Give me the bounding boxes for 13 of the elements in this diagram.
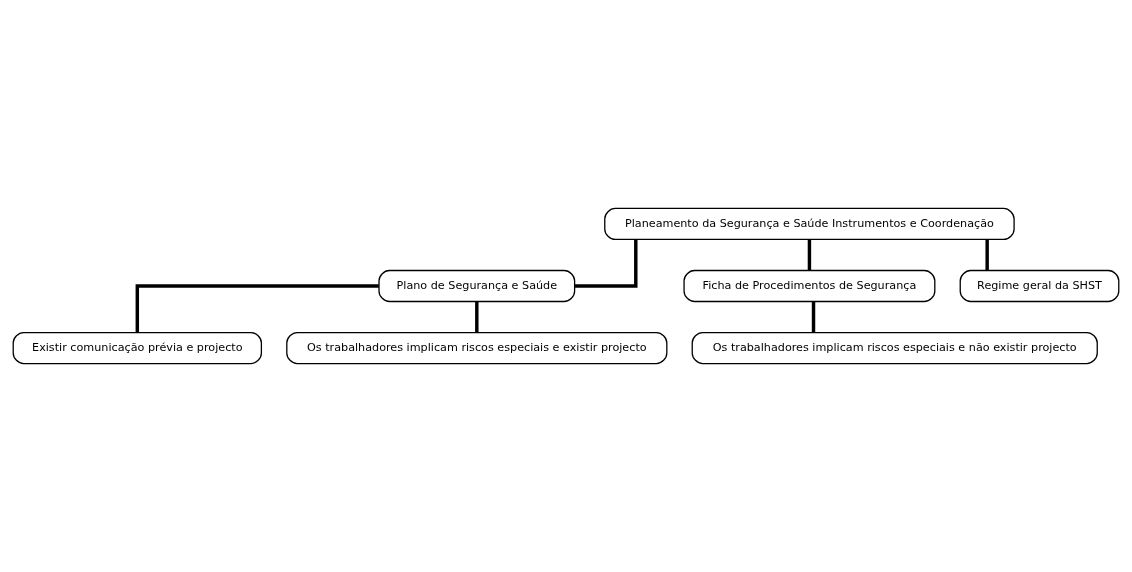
connector	[811, 301, 816, 333]
node-box: Planeamento da Segurança e Saúde Instrumentos e Coordenação	[604, 207, 1015, 241]
connector	[135, 284, 379, 333]
connector	[807, 239, 812, 271]
node-box: Ficha de Procedimentos de Segurança	[683, 269, 936, 303]
connector	[475, 301, 479, 333]
connector	[985, 239, 989, 271]
connector	[574, 239, 638, 288]
node-box: Plano de Segurança e Saúde	[378, 269, 576, 303]
node-box: Os trabalhadores implicam riscos especiais e não existir projecto	[691, 331, 1098, 365]
node-box: Os trabalhadores implicam riscos especiais e existir projecto	[286, 331, 668, 365]
node-box: Existir comunicação prévia e projecto	[12, 331, 263, 365]
node-box: Regime geral da SHST	[959, 269, 1120, 303]
